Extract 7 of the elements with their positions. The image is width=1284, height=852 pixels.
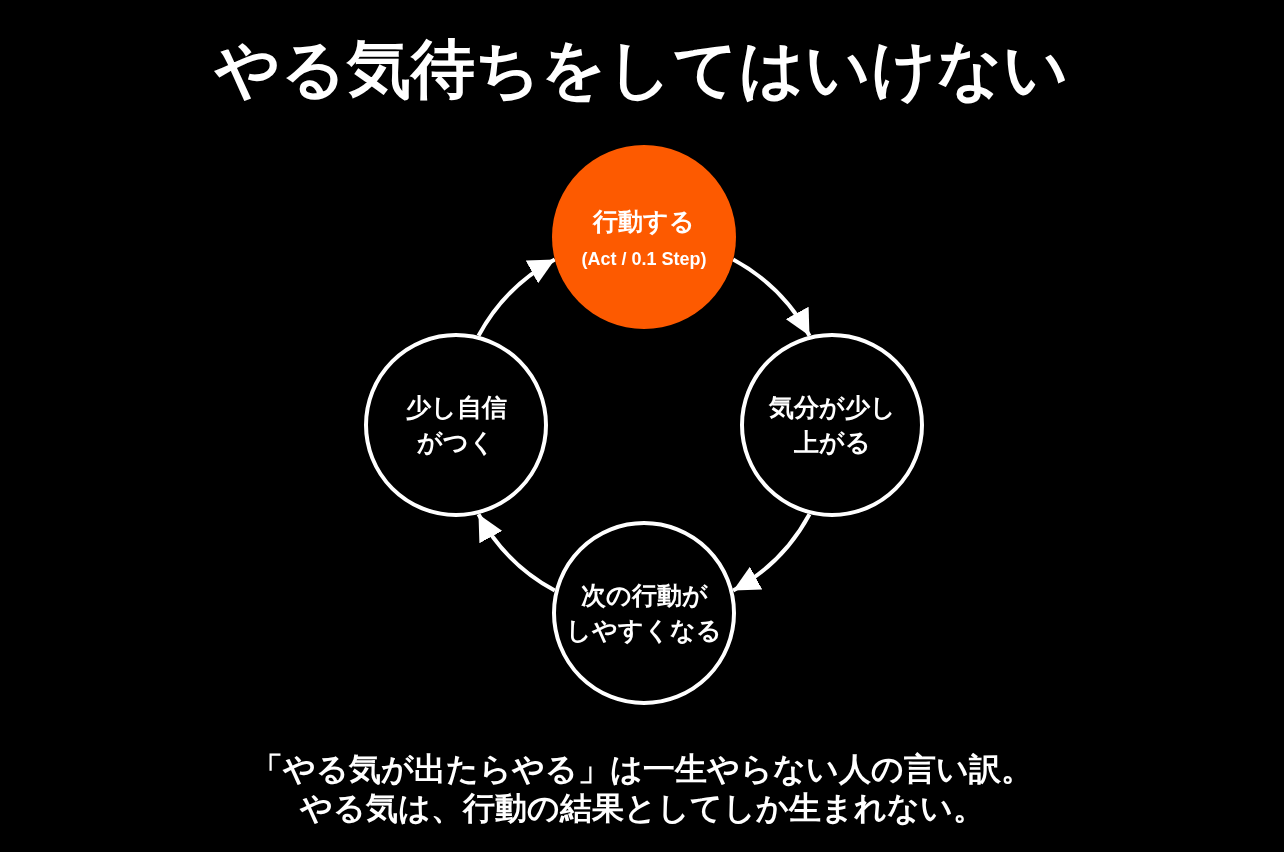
- title: やる気待ちをしてはいけない: [215, 32, 1069, 107]
- caption: 「やる気が出たらやる」は一生やらない人の言い訳。やる気は、行動の結果としてしか生まれない。: [251, 750, 1033, 828]
- step-subtitle: (Act / 0.1 Step): [581, 247, 707, 271]
- step-label: 次の行動がしやすくなる: [566, 580, 722, 646]
- step-label: 行動する: [593, 205, 695, 237]
- step-label: 少し自信がつく: [405, 392, 507, 458]
- step-label: 気分が少し上がる: [768, 392, 896, 458]
